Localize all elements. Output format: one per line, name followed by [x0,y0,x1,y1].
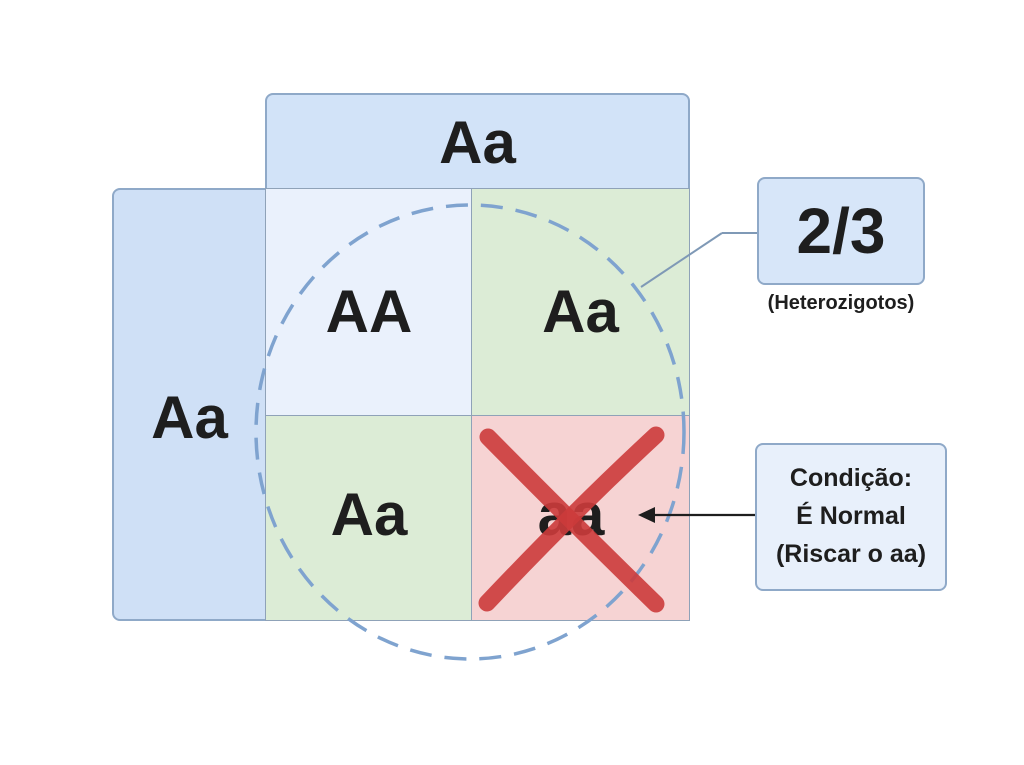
ratio-caption: (Heterozigotos) [767,292,915,314]
genotype-top-left: AA [325,278,413,345]
genotype-top-right: Aa [542,278,619,345]
top-parent-genotype: Aa [439,109,516,176]
condition-line-2: É Normal [796,502,906,530]
left-parent-header [112,188,267,621]
ratio-callout: 2/3 [757,177,925,285]
condition-callout: Condição: É Normal (Riscar o aa) [755,443,947,591]
condition-line-1: Condição: [789,464,913,492]
top-parent-header [265,93,690,190]
left-parent-genotype: Aa [151,384,228,451]
genotype-bottom-left: Aa [330,481,408,548]
genotype-bottom-right: aa [537,481,605,548]
condition-line-3: (Riscar o aa) [775,540,927,568]
